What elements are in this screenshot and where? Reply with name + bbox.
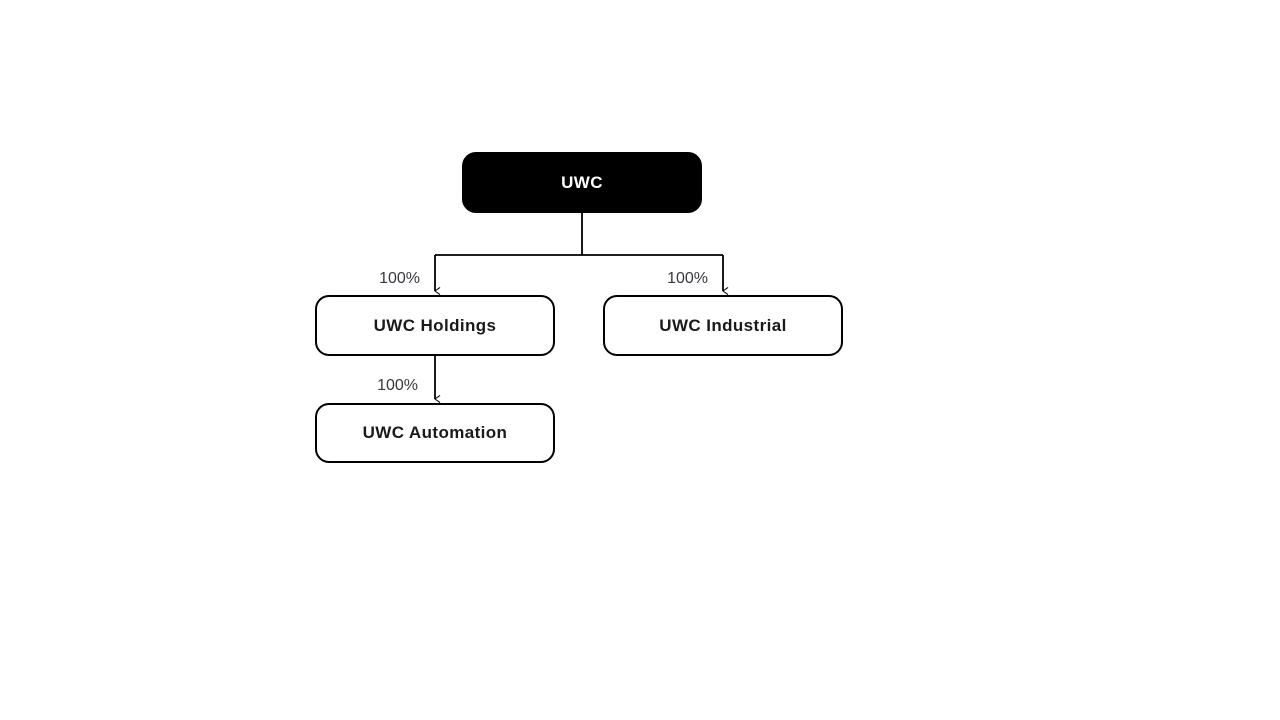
node-uwc-holdings: UWC Holdings xyxy=(315,295,555,356)
node-uwc-industrial-label: UWC Industrial xyxy=(659,315,787,335)
node-uwc: UWC xyxy=(462,152,702,213)
node-uwc-industrial: UWC Industrial xyxy=(603,295,843,356)
edge-label-uwc-to-holdings: 100% xyxy=(379,270,420,287)
node-uwc-automation: UWC Automation xyxy=(315,403,555,463)
node-uwc-holdings-label: UWC Holdings xyxy=(373,315,497,335)
node-uwc-label: UWC xyxy=(561,172,603,192)
edge-label-holdings-to-automation: 100% xyxy=(377,377,418,394)
node-uwc-automation-label: UWC Automation xyxy=(362,423,508,442)
edge-label-uwc-to-industrial: 100% xyxy=(667,270,708,287)
